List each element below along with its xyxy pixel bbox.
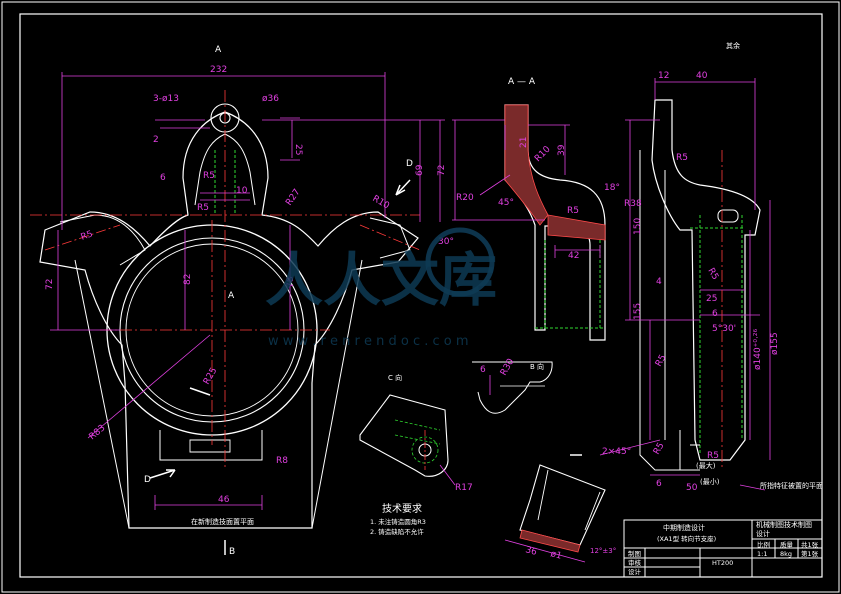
side-note-right: 所指特征被置的平面 <box>760 481 823 490</box>
dim-r5b: R5 <box>197 203 209 213</box>
tech-req-line1: 1. 未注铸造圆角R3 <box>370 517 426 526</box>
sec-dim-42: 42 <box>568 251 579 261</box>
dim-78: 78 <box>286 276 296 288</box>
side-dim-150: 150 <box>633 218 643 235</box>
dim-72-left: 72 <box>45 279 55 290</box>
tb-row2-c3: 第1张 <box>801 549 819 558</box>
view-c-label: C 向 <box>388 373 402 382</box>
dim-69: 69 <box>415 164 425 176</box>
tb-left-label-2: 审核 <box>628 558 642 567</box>
tb-school: 中期制造设计 <box>663 523 705 532</box>
dim-46: 46 <box>218 495 230 505</box>
dim-25: 25 <box>293 144 303 155</box>
side-dim-40: 40 <box>696 71 708 81</box>
side-dim-6: 6 <box>712 309 718 319</box>
tb-row1-c3: 共1张 <box>801 540 819 549</box>
dim-r83: R83 <box>88 423 108 442</box>
view-b <box>472 361 553 414</box>
watermark-brand: 人人文库 <box>265 246 497 314</box>
viewc-dim-r17: R17 <box>455 483 473 493</box>
tech-req-line2: 2. 铸造缺陷不允许 <box>370 527 424 536</box>
side-dim-dia-155: ø155 <box>770 332 780 355</box>
dim-r10: R10 <box>371 194 392 212</box>
dim-hole-label: 3-ø13 <box>153 94 179 104</box>
sec-dim-r5: R5 <box>567 206 579 216</box>
tb-row2-c2: 8kg <box>780 550 792 558</box>
tb-left-label-3: 设计 <box>628 567 642 576</box>
view-d-label-lower: D <box>144 475 151 485</box>
dim-r5c: R5 <box>80 229 95 242</box>
watermark-url: w w w . r e n r e n d o c . c o m <box>268 334 469 349</box>
side-dim-r5c: R5 <box>652 441 667 456</box>
dim-r25: R25 <box>202 366 220 386</box>
tech-req-title: 技术要求 <box>382 502 422 515</box>
side-dim-r5d: R5 <box>707 451 719 461</box>
side-dim-chamfer: 2×45° <box>602 447 631 457</box>
side-dim-12: 12 <box>658 71 669 81</box>
dim-72-right: 72 <box>437 165 447 176</box>
main-view-label: A <box>215 45 222 55</box>
tb-left-label-1: 制图 <box>628 549 641 558</box>
section-a-mark: A <box>228 291 235 301</box>
dim-r27: R27 <box>284 187 302 207</box>
viewb-dim-6: 6 <box>480 365 486 375</box>
side-dim-5-30: 5°30' <box>712 324 736 334</box>
side-view <box>599 78 771 491</box>
side-dim-r5e: R5 <box>654 353 669 368</box>
dim-10: 10 <box>236 186 248 196</box>
inner-frame <box>19 13 823 578</box>
view-d <box>504 454 606 563</box>
dim-2: 2 <box>153 135 159 145</box>
side-dim-4: 4 <box>656 277 662 287</box>
side-dim-r5: R5 <box>676 153 688 163</box>
dim-r5a: R5 <box>203 171 215 181</box>
side-dim-dia-140: ø140⁺⁰·²⁶ <box>753 328 763 370</box>
view-c <box>359 394 456 486</box>
tb-row1-c2: 质量 <box>780 540 794 549</box>
side-dim-r5b: R5 <box>705 267 720 282</box>
dim-boss-dia: ø36 <box>262 94 279 104</box>
sec-dim-18: 18° <box>604 183 620 193</box>
dim-82: 82 <box>183 274 193 285</box>
side-dim-155: 155 <box>633 303 643 320</box>
tb-row1-c1: 比例 <box>757 540 770 549</box>
side-dim-6b: 6 <box>656 479 662 489</box>
section-a-a <box>452 104 606 341</box>
tb-title-main: 机械制图技术制图 <box>756 520 812 529</box>
main-view <box>30 72 445 555</box>
sec-dim-30: 30° <box>438 237 454 247</box>
sec-dim-21: 21 <box>519 137 529 148</box>
side-dim-50: 50 <box>686 483 698 493</box>
section-aa-label: A — A <box>508 77 536 87</box>
view-d-arrow-label: D <box>406 159 413 169</box>
tb-drawing-no: HT200 <box>712 559 733 567</box>
side-dim-25: 25 <box>706 294 717 304</box>
others-note: 其余 <box>726 41 740 50</box>
tb-title-sub: 设计 <box>756 529 770 538</box>
tb-part-desc: (XA1型 转向节支座) <box>657 534 716 543</box>
dim-r8: R8 <box>276 456 288 466</box>
watermark: 人人文库 w w w . r e n r e n d o c . c o m <box>265 227 497 349</box>
viewd-dim-angle: 12°±3° <box>590 547 616 555</box>
tb-row2-c1: 1:1 <box>757 550 767 558</box>
side-dim-r38: R38 <box>624 199 642 209</box>
viewb-dim-r30: R30 <box>499 357 517 378</box>
title-block <box>623 519 823 578</box>
dim-6: 6 <box>160 173 166 183</box>
sec-dim-39: 39 <box>557 144 567 156</box>
view-b-arrow-label: B <box>229 547 235 557</box>
view-b-label: B 向 <box>530 362 544 371</box>
sec-dim-45: 45° <box>498 198 514 208</box>
viewd-dim-36: 36 <box>524 545 538 558</box>
viewd-dim-dia1: ø1 <box>549 549 562 562</box>
side-max-label: (最大) <box>696 461 716 470</box>
side-min-label: (最小) <box>700 477 720 486</box>
watermark-logo-icon <box>425 227 495 297</box>
dim-overall-width: 232 <box>210 65 227 75</box>
main-bottom-note: 在新制造技面置平面 <box>191 517 254 526</box>
sec-dim-r20: R20 <box>456 193 474 203</box>
sec-dim-r10: R10 <box>533 144 553 164</box>
